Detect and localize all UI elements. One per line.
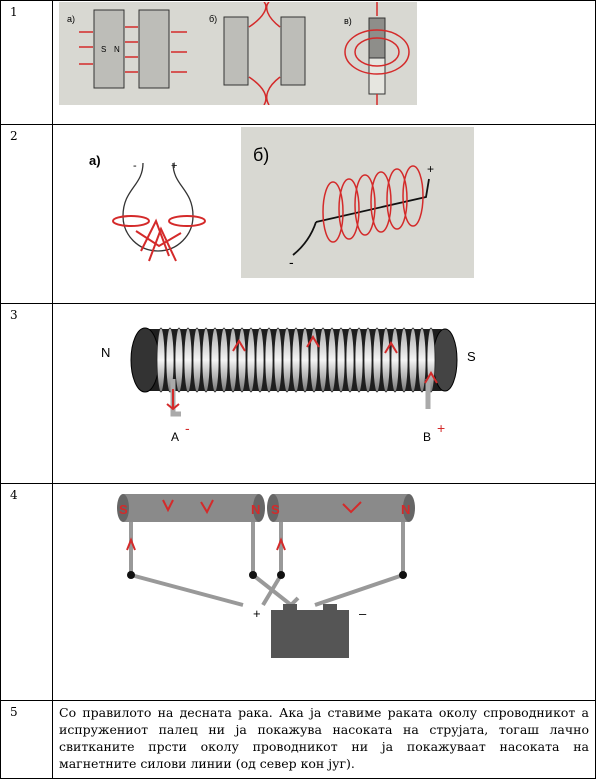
row-3-content: N S A - B + [52, 303, 596, 484]
row-4-content: S N S N + – [52, 483, 596, 701]
winding [246, 327, 256, 393]
plus-sign: + [171, 160, 177, 172]
coil-loops [322, 165, 424, 243]
label-a: а) [67, 14, 75, 24]
minus-sign: - [185, 420, 190, 436]
winding [345, 327, 355, 393]
row-number: 3 [0, 303, 53, 484]
winding [318, 327, 328, 393]
winding [282, 327, 292, 393]
winding [309, 327, 319, 393]
coil2-s: S [271, 502, 280, 517]
label-a: а) [89, 153, 101, 168]
winding [408, 327, 418, 393]
label-b: б) [253, 145, 269, 165]
plus-sign: + [437, 420, 445, 436]
table-row: 4 S N S N [0, 483, 596, 701]
magnet-n: N [114, 45, 120, 54]
coil-windings [156, 327, 436, 393]
magnet-field-photo: а) S N б) в) [59, 2, 417, 105]
magnet-s: S [101, 45, 106, 54]
pole-s: S [467, 349, 476, 364]
minus-sign: - [133, 160, 137, 172]
table-row: 5 Со правилото на десната рака. Ака ја с… [0, 700, 596, 779]
coil-2 [267, 494, 415, 522]
battery-plus: + [253, 606, 261, 621]
winding [381, 327, 391, 393]
table-row: 1 а) S N б) в) [0, 0, 596, 125]
loop-sketch: а) - + [89, 153, 206, 262]
arrow-icon [166, 389, 180, 411]
solenoid-diagram: N S A - B + [101, 327, 476, 444]
winding [192, 327, 202, 393]
winding [372, 327, 382, 393]
winding [264, 327, 274, 393]
winding [183, 327, 193, 393]
table-row: 3 N S A [0, 303, 596, 484]
row-5-content: Со правилото на десната рака. Ака ја ста… [52, 700, 596, 779]
coil-1 [117, 494, 265, 522]
winding [219, 327, 229, 393]
winding [399, 327, 409, 393]
terminal-a: A [171, 430, 179, 444]
battery-minus: – [359, 606, 367, 621]
plus-sign: + [427, 162, 434, 176]
winding [174, 327, 184, 393]
two-solenoids-diagram: S N S N + – [117, 494, 415, 658]
battery [271, 610, 349, 658]
winding [390, 327, 400, 393]
winding [336, 327, 346, 393]
row-number: 2 [0, 124, 53, 304]
coil2-n: N [401, 502, 410, 517]
table-row: 2 а) - + б) + - [0, 124, 596, 304]
winding [201, 327, 211, 393]
winding [228, 327, 238, 393]
row-number: 1 [0, 0, 53, 125]
row-1-content: а) S N б) в) [52, 0, 596, 125]
winding [300, 327, 310, 393]
coil1-s: S [119, 502, 128, 517]
label-v: в) [344, 16, 352, 26]
row-number: 5 [0, 700, 53, 779]
winding [417, 327, 427, 393]
coil1-n: N [251, 502, 260, 517]
winding [156, 327, 166, 393]
minus-sign: - [289, 254, 294, 270]
row-2-content: а) - + б) + - [52, 124, 596, 304]
winding [354, 327, 364, 393]
pole-n: N [101, 345, 110, 360]
winding [273, 327, 283, 393]
current-arrows [232, 335, 438, 384]
winding [363, 327, 373, 393]
winding [210, 327, 220, 393]
row-number: 4 [0, 483, 53, 701]
winding [237, 327, 247, 393]
answer-text: Со правилото на десната рака. Ака ја ста… [59, 705, 589, 771]
winding [255, 327, 265, 393]
coil-photo: б) + - [241, 127, 474, 278]
terminal-b: B [423, 430, 431, 444]
label-b: б) [209, 14, 217, 24]
winding [291, 327, 301, 393]
winding [327, 327, 337, 393]
winding [165, 327, 175, 393]
